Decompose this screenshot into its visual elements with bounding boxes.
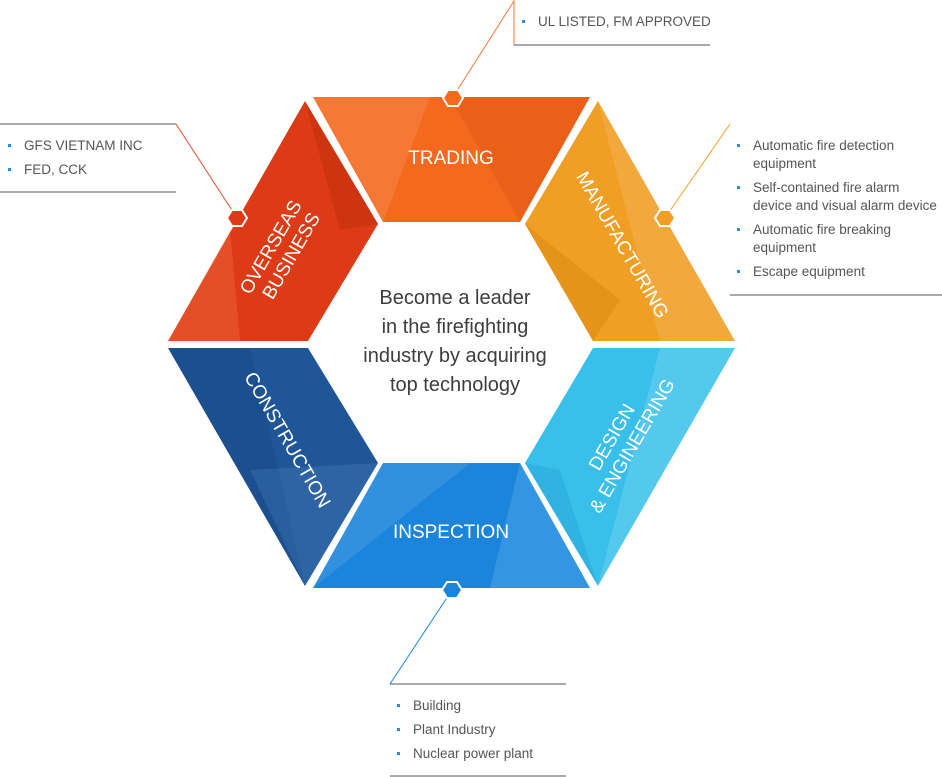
- segment-inspection-facet-light: [490, 463, 590, 588]
- segment-construction: CONSTRUCTION: [168, 348, 378, 586]
- segment-overseas-shape: [168, 101, 378, 341]
- connector-overseas: [175, 123, 238, 219]
- segment-overseas-facet: [168, 230, 240, 341]
- connector-manufacturing: [664, 123, 731, 219]
- connector-inspection: [389, 589, 453, 685]
- segment-inspection: INSPECTION: [313, 463, 590, 588]
- segment-manufacturing-facet-dark: [525, 224, 620, 341]
- segment-trading: TRADING: [313, 97, 590, 222]
- callout-manufacturing-item: Automatic fire detection equipment: [731, 137, 942, 173]
- callout-inspection-item: Plant Industry: [391, 721, 533, 739]
- segment-trading-facet-dark: [450, 97, 590, 222]
- node-overseas: [225, 209, 249, 227]
- segment-construction-facet: [168, 348, 305, 586]
- callout-inspection-item: Building: [391, 697, 533, 715]
- segment-design-engineering: DESIGN & ENGINEERING: [525, 348, 735, 586]
- center-line-4: top technology: [389, 374, 521, 396]
- segment-trading-shape: [313, 97, 590, 222]
- node-markers: [225, 89, 677, 599]
- segment-overseas-facet-dark: [305, 101, 378, 230]
- segment-design-facet-dark: [525, 463, 598, 586]
- segment-construction-facet-light: [250, 463, 378, 586]
- callout-trading: UL LISTED, FM APPROVED: [516, 13, 711, 37]
- node-trading: [441, 89, 465, 107]
- center-mission-statement: Become a leader in the firefighting indu…: [330, 284, 580, 400]
- callout-manufacturing-item: Self-contained fire alarm device and vis…: [731, 179, 942, 215]
- segment-construction-shape: [168, 348, 378, 586]
- center-line-3: industry by acquiring: [363, 345, 547, 367]
- callout-overseas: GFS VIETNAM INC FED, CCK: [2, 137, 143, 185]
- callout-inspection-item: Nuclear power plant: [391, 745, 533, 763]
- node-manufacturing: [653, 209, 677, 227]
- callout-overseas-item: GFS VIETNAM INC: [2, 137, 143, 155]
- callout-overseas-item: FED, CCK: [2, 161, 143, 179]
- segment-design-shape: [525, 348, 735, 586]
- node-inspection: [440, 581, 464, 599]
- segment-overseas-business: OVERSEAS BUSINESS: [168, 101, 378, 341]
- segment-inspection-label: INSPECTION: [393, 522, 509, 543]
- callout-inspection: Building Plant Industry Nuclear power pl…: [391, 697, 533, 769]
- callout-manufacturing-item: Automatic fire breaking equipment: [731, 221, 942, 257]
- callout-manufacturing-item: Escape equipment: [731, 263, 942, 281]
- segment-trading-label: TRADING: [408, 148, 494, 169]
- segment-inspection-facet: [313, 463, 470, 588]
- callout-manufacturing: Automatic fire detection equipment Self-…: [731, 137, 942, 287]
- segment-design-facet: [598, 348, 735, 586]
- segment-inspection-shape: [313, 463, 590, 588]
- center-line-1: Become a leader: [379, 287, 531, 309]
- segment-manufacturing-shape: [525, 101, 735, 341]
- callout-trading-item: UL LISTED, FM APPROVED: [516, 13, 711, 31]
- segment-trading-facet: [313, 97, 430, 222]
- center-line-2: in the firefighting: [381, 316, 529, 338]
